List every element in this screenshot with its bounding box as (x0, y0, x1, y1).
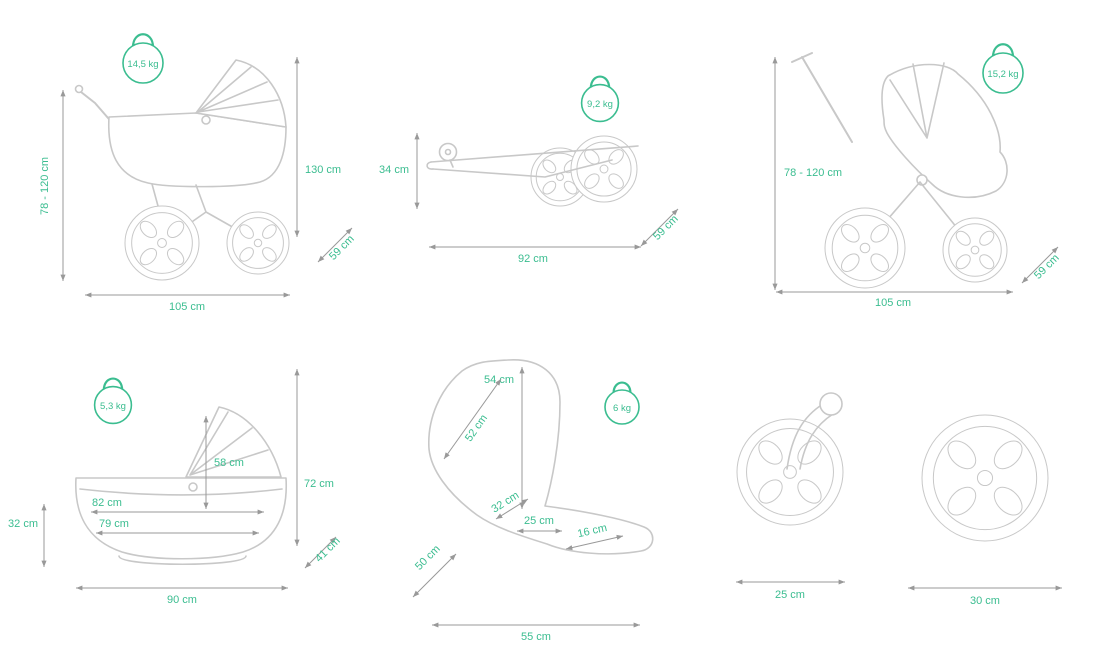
stroller-drawing (791, 52, 1008, 245)
carrycot-depth-arrow (304, 536, 337, 569)
stroller-front-wheel-icon (824, 207, 906, 289)
pram-front-wheel-icon (124, 205, 200, 281)
seat-depth-label: 25 cm (524, 515, 554, 527)
seat-front-diagonal-arrow (412, 553, 457, 598)
folded-height-label: 34 cm (379, 164, 409, 176)
carrycot-inner-length-bottom-label: 79 cm (99, 518, 129, 530)
front-wheel-diameter-label: 25 cm (775, 589, 805, 601)
front-wheel-fork-drawing (786, 392, 843, 470)
folded-width-arrow (640, 208, 679, 247)
stroller-width-arrow (1021, 246, 1059, 284)
pram-weight-label: 14,5 kg (127, 59, 158, 70)
carrycot-inner-length-top-label: 82 cm (92, 497, 122, 509)
wheels-diagram: 25 cm 30 cm (736, 392, 1062, 607)
front-wheel-icon (736, 418, 844, 526)
pram-handle-height-label: 78 - 120 cm (39, 157, 51, 215)
seat-overall-height-label: 54 cm (484, 374, 514, 386)
stroller-length-label: 105 cm (875, 297, 911, 309)
pram-drawing (74, 59, 287, 241)
seat-footrest-arrow (565, 534, 624, 551)
stroller-handle-height-label: 78 - 120 cm (784, 167, 842, 179)
carrycot-hood-height-label: 58 cm (214, 457, 244, 469)
seat-length-label: 55 cm (521, 631, 551, 643)
pram-width-arrow (317, 227, 353, 263)
folded-stroller-diagram: 9,2 kg 34 cm 92 cm 59 cm (379, 75, 681, 265)
stroller-diagram: 15,2 kg 78 - 120 cm 105 cm 59 cm (772, 43, 1062, 309)
stroller-width-label: 59 cm (1032, 252, 1062, 282)
carrycot-height-label: 72 cm (304, 478, 334, 490)
folded-stroller-drawing (426, 142, 639, 178)
seat-height-arrow (495, 498, 529, 520)
seat-front-diagonal-label: 50 cm (413, 543, 443, 573)
rear-wheel-icon (921, 414, 1049, 542)
carrycot-length-label: 90 cm (167, 594, 197, 606)
pram-diagram: 14,5 kg 130 cm 78 - 120 cm 105 cm 59 cm (39, 33, 357, 313)
carrycot-diagram: 5,3 kg 72 cm 58 cm 82 cm 79 cm 32 cm 90 … (8, 369, 343, 606)
stroller-weight-label: 15,2 kg (987, 69, 1018, 80)
seat-weight-label: 6 kg (613, 403, 631, 414)
pram-length-label: 105 cm (169, 301, 205, 313)
folded-width-label: 59 cm (651, 213, 681, 243)
stroller-rear-wheel-icon (942, 217, 1008, 283)
carrycot-weight-label: 5,3 kg (100, 401, 126, 412)
pram-height-label: 130 cm (305, 164, 341, 176)
folded-length-label: 92 cm (518, 253, 548, 265)
seat-unit-diagram: 6 kg 54 cm 52 cm 32 cm 25 cm 16 cm 50 cm… (412, 359, 654, 643)
seat-backrest-arrow (443, 378, 502, 460)
pram-rear-wheel-icon (226, 211, 290, 275)
rear-wheel-diameter-label: 30 cm (970, 595, 1000, 607)
folded-wheel-icon (570, 135, 638, 203)
carrycot-depth-label: 41 cm (313, 535, 343, 565)
carrycot-drawing (75, 406, 288, 566)
folded-weight-label: 9,2 kg (587, 99, 613, 110)
carrycot-side-height-label: 32 cm (8, 518, 38, 530)
